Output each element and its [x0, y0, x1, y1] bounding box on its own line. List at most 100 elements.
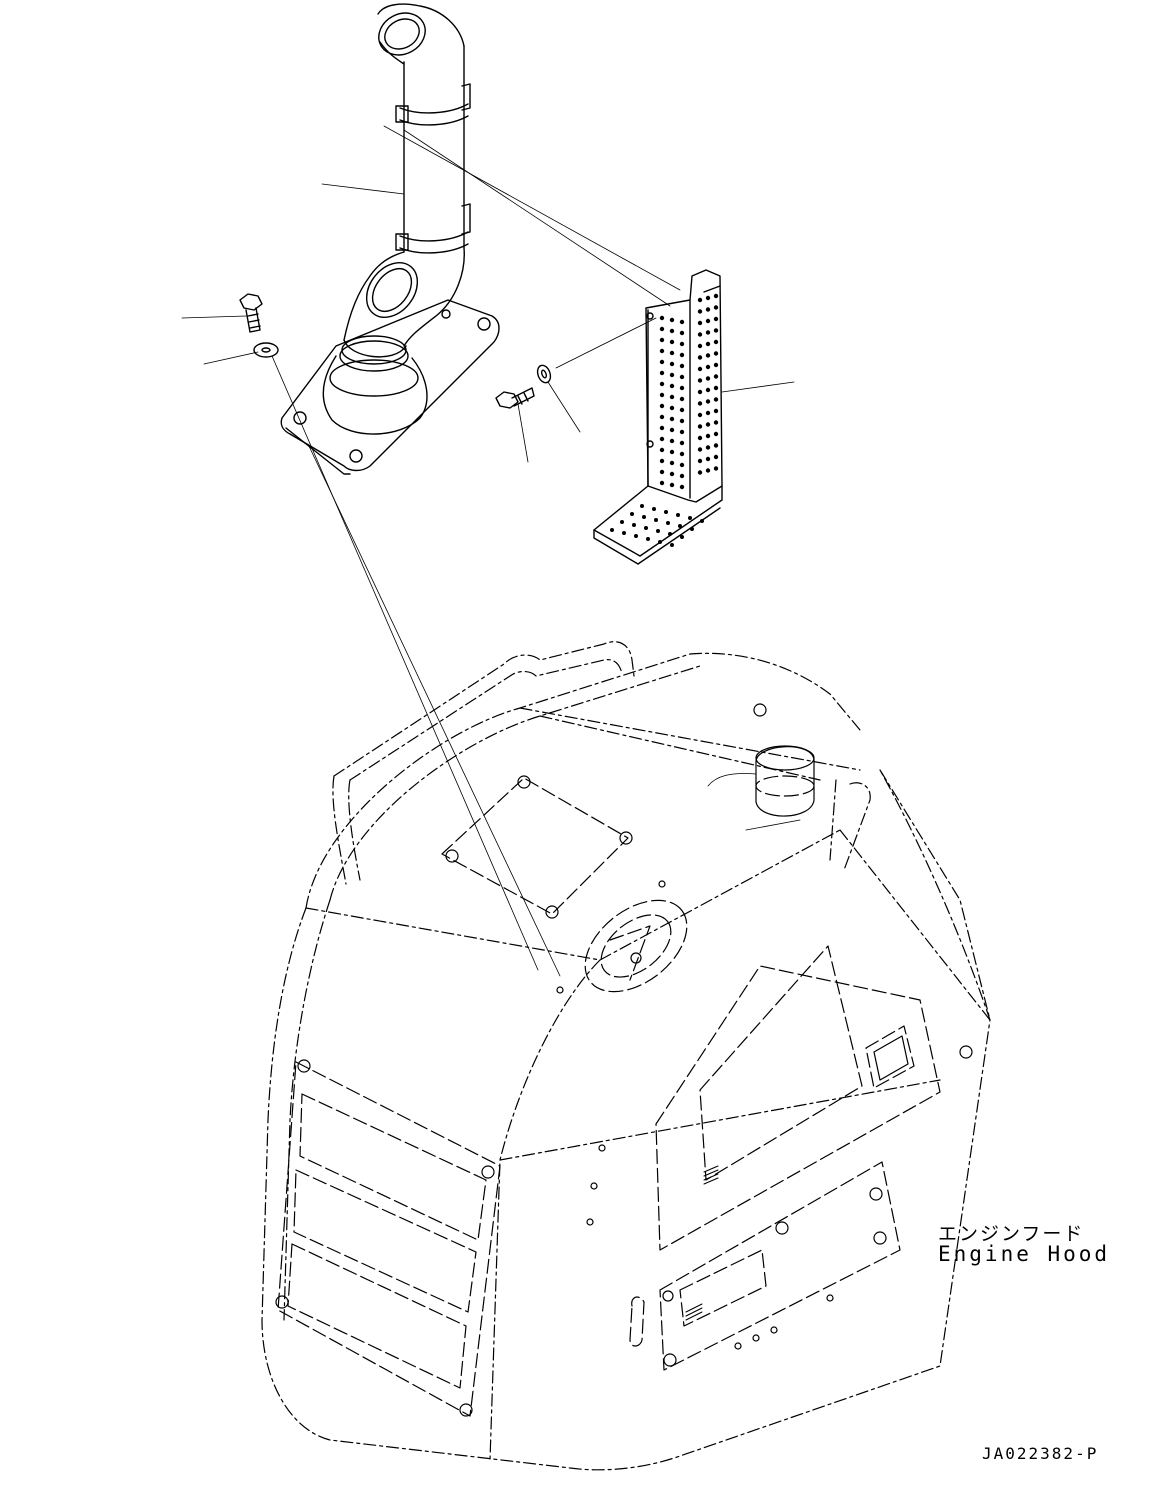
- perforation-hole: [679, 385, 685, 391]
- perforation-hole: [705, 445, 711, 450]
- perforation-hole: [705, 307, 711, 312]
- perforation-hole: [713, 420, 719, 425]
- perforation-hole: [659, 414, 665, 420]
- perforation-hole: [713, 466, 719, 471]
- perforation-hole: [705, 364, 711, 370]
- drawing-code: JA022382-P: [982, 1444, 1099, 1463]
- perforation-hole: [697, 366, 703, 372]
- perforation-hole: [697, 470, 703, 475]
- perforation-hole: [679, 396, 685, 402]
- perforation-hole: [705, 295, 711, 301]
- perforation-hole: [659, 315, 665, 321]
- perforation-hole: [659, 359, 665, 365]
- perforation-hole: [669, 438, 675, 444]
- perforation-hole: [713, 443, 719, 448]
- washer-center: [536, 364, 552, 384]
- perforation-hole: [646, 537, 650, 541]
- perforation-hole: [679, 418, 685, 424]
- perforation-hole: [679, 341, 685, 347]
- hood-details: [275, 703, 973, 1417]
- perforation-hole: [697, 297, 703, 303]
- washer-left: [253, 342, 279, 358]
- perforation-hole: [620, 520, 624, 524]
- perforation-hole: [669, 405, 675, 411]
- perforation-hole: [669, 328, 675, 334]
- perforation-hole: [644, 526, 648, 530]
- perforation-hole: [669, 471, 675, 477]
- perforation-hole: [654, 518, 658, 522]
- perforation-hole: [632, 523, 636, 527]
- perforation-hole: [630, 512, 634, 516]
- perforation-hole: [652, 507, 656, 511]
- perforation-hole: [669, 361, 675, 367]
- perforation-hole: [679, 319, 685, 325]
- perforation-hole: [670, 543, 674, 547]
- perforation-hole: [659, 425, 665, 431]
- perforation-hole: [679, 473, 685, 479]
- perforation-hole: [713, 431, 719, 437]
- perforation-hole: [659, 348, 665, 354]
- perforation-hole: [679, 330, 685, 336]
- perforated-guard: [593, 269, 723, 565]
- perforation-hole: [669, 383, 675, 389]
- perforation-hole: [679, 451, 685, 457]
- perforation-hole: [713, 316, 719, 322]
- perforation-hole: [659, 326, 665, 332]
- perforation-hole: [697, 320, 703, 326]
- perforation-hole: [669, 427, 675, 433]
- perforation-hole: [679, 429, 685, 435]
- perforation-hole: [713, 351, 719, 356]
- perforation-hole: [659, 381, 665, 387]
- perforation-hole: [700, 519, 704, 523]
- perforation-hole: [690, 527, 694, 531]
- perforation-hole: [679, 363, 685, 369]
- perforation-hole: [666, 521, 670, 525]
- perforation-hole: [669, 372, 675, 378]
- bolt-left: [239, 293, 263, 333]
- perforation-hole: [659, 337, 665, 343]
- perforation-hole: [669, 339, 675, 345]
- perforation-hole: [713, 305, 719, 310]
- perforation-hole: [697, 309, 703, 314]
- leader-lines: [181, 125, 801, 977]
- perforation-hole: [705, 456, 711, 462]
- perforation-hole: [659, 436, 665, 442]
- perforation-hole: [669, 350, 675, 356]
- perforation-hole: [705, 376, 711, 381]
- perforation-hole: [610, 528, 614, 532]
- perforation-hole: [634, 534, 638, 538]
- perforation-hole: [713, 339, 719, 345]
- perforation-hole: [669, 449, 675, 455]
- perforation-hole: [679, 462, 685, 468]
- perforation-hole: [669, 317, 675, 323]
- perforation-hole: [697, 412, 703, 418]
- perforation-hole: [679, 407, 685, 413]
- perforation-hole: [697, 343, 703, 349]
- perforation-hole: [705, 468, 711, 473]
- perforation-hole: [680, 535, 684, 539]
- perforation-hole: [713, 454, 719, 460]
- perforation-hole: [659, 480, 665, 486]
- perforation-hole: [705, 318, 711, 324]
- perforation-hole: [705, 387, 711, 393]
- perforation-hole: [664, 510, 668, 514]
- perforation-hole: [669, 394, 675, 400]
- perforation-hole: [705, 341, 711, 347]
- perforation-hole: [705, 422, 711, 427]
- perforation-hole: [659, 392, 665, 398]
- perforation-hole: [697, 458, 703, 464]
- perforation-hole: [713, 293, 719, 299]
- perforation-hole: [659, 447, 665, 453]
- perforation-hole: [705, 399, 711, 404]
- perforation-hole: [697, 355, 703, 360]
- perforation-hole: [697, 424, 703, 429]
- perforation-hole: [697, 435, 703, 441]
- perforation-hole: [705, 433, 711, 439]
- perforation-hole: [713, 362, 719, 368]
- perforation-hole: [679, 374, 685, 380]
- perforation-hole: [656, 529, 660, 533]
- perforation-hole: [713, 374, 719, 379]
- perforation-hole: [678, 524, 682, 528]
